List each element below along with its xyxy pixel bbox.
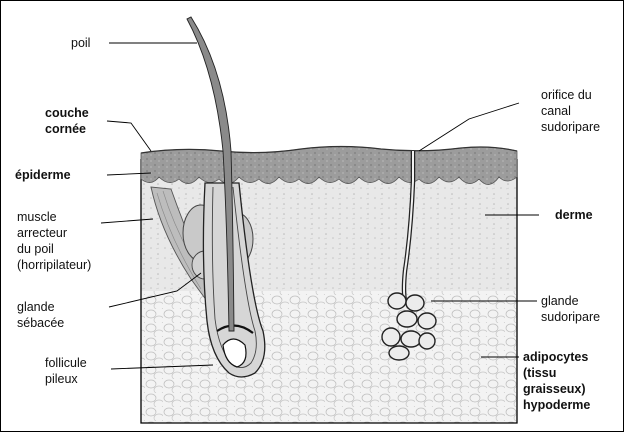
- label-muscle: muscle arrecteur du poil (horripilateur): [17, 209, 91, 273]
- label-couche-cornee: couche cornée: [45, 105, 89, 137]
- hypodermis-layer: [141, 291, 517, 423]
- label-derme: derme: [555, 207, 593, 223]
- label-orifice: orifice du canal sudoripare: [541, 87, 600, 135]
- label-glande-sebacee: glande sébacée: [17, 299, 64, 331]
- label-follicule: follicule pileux: [45, 355, 87, 387]
- label-adipocytes: adipocytes (tissu graisseux) hypoderme: [523, 349, 590, 413]
- label-poil: poil: [71, 35, 90, 51]
- epidermis-layer: [141, 147, 517, 185]
- label-glande-sudoripare: glande sudoripare: [541, 293, 600, 325]
- label-epiderme: épiderme: [15, 167, 71, 183]
